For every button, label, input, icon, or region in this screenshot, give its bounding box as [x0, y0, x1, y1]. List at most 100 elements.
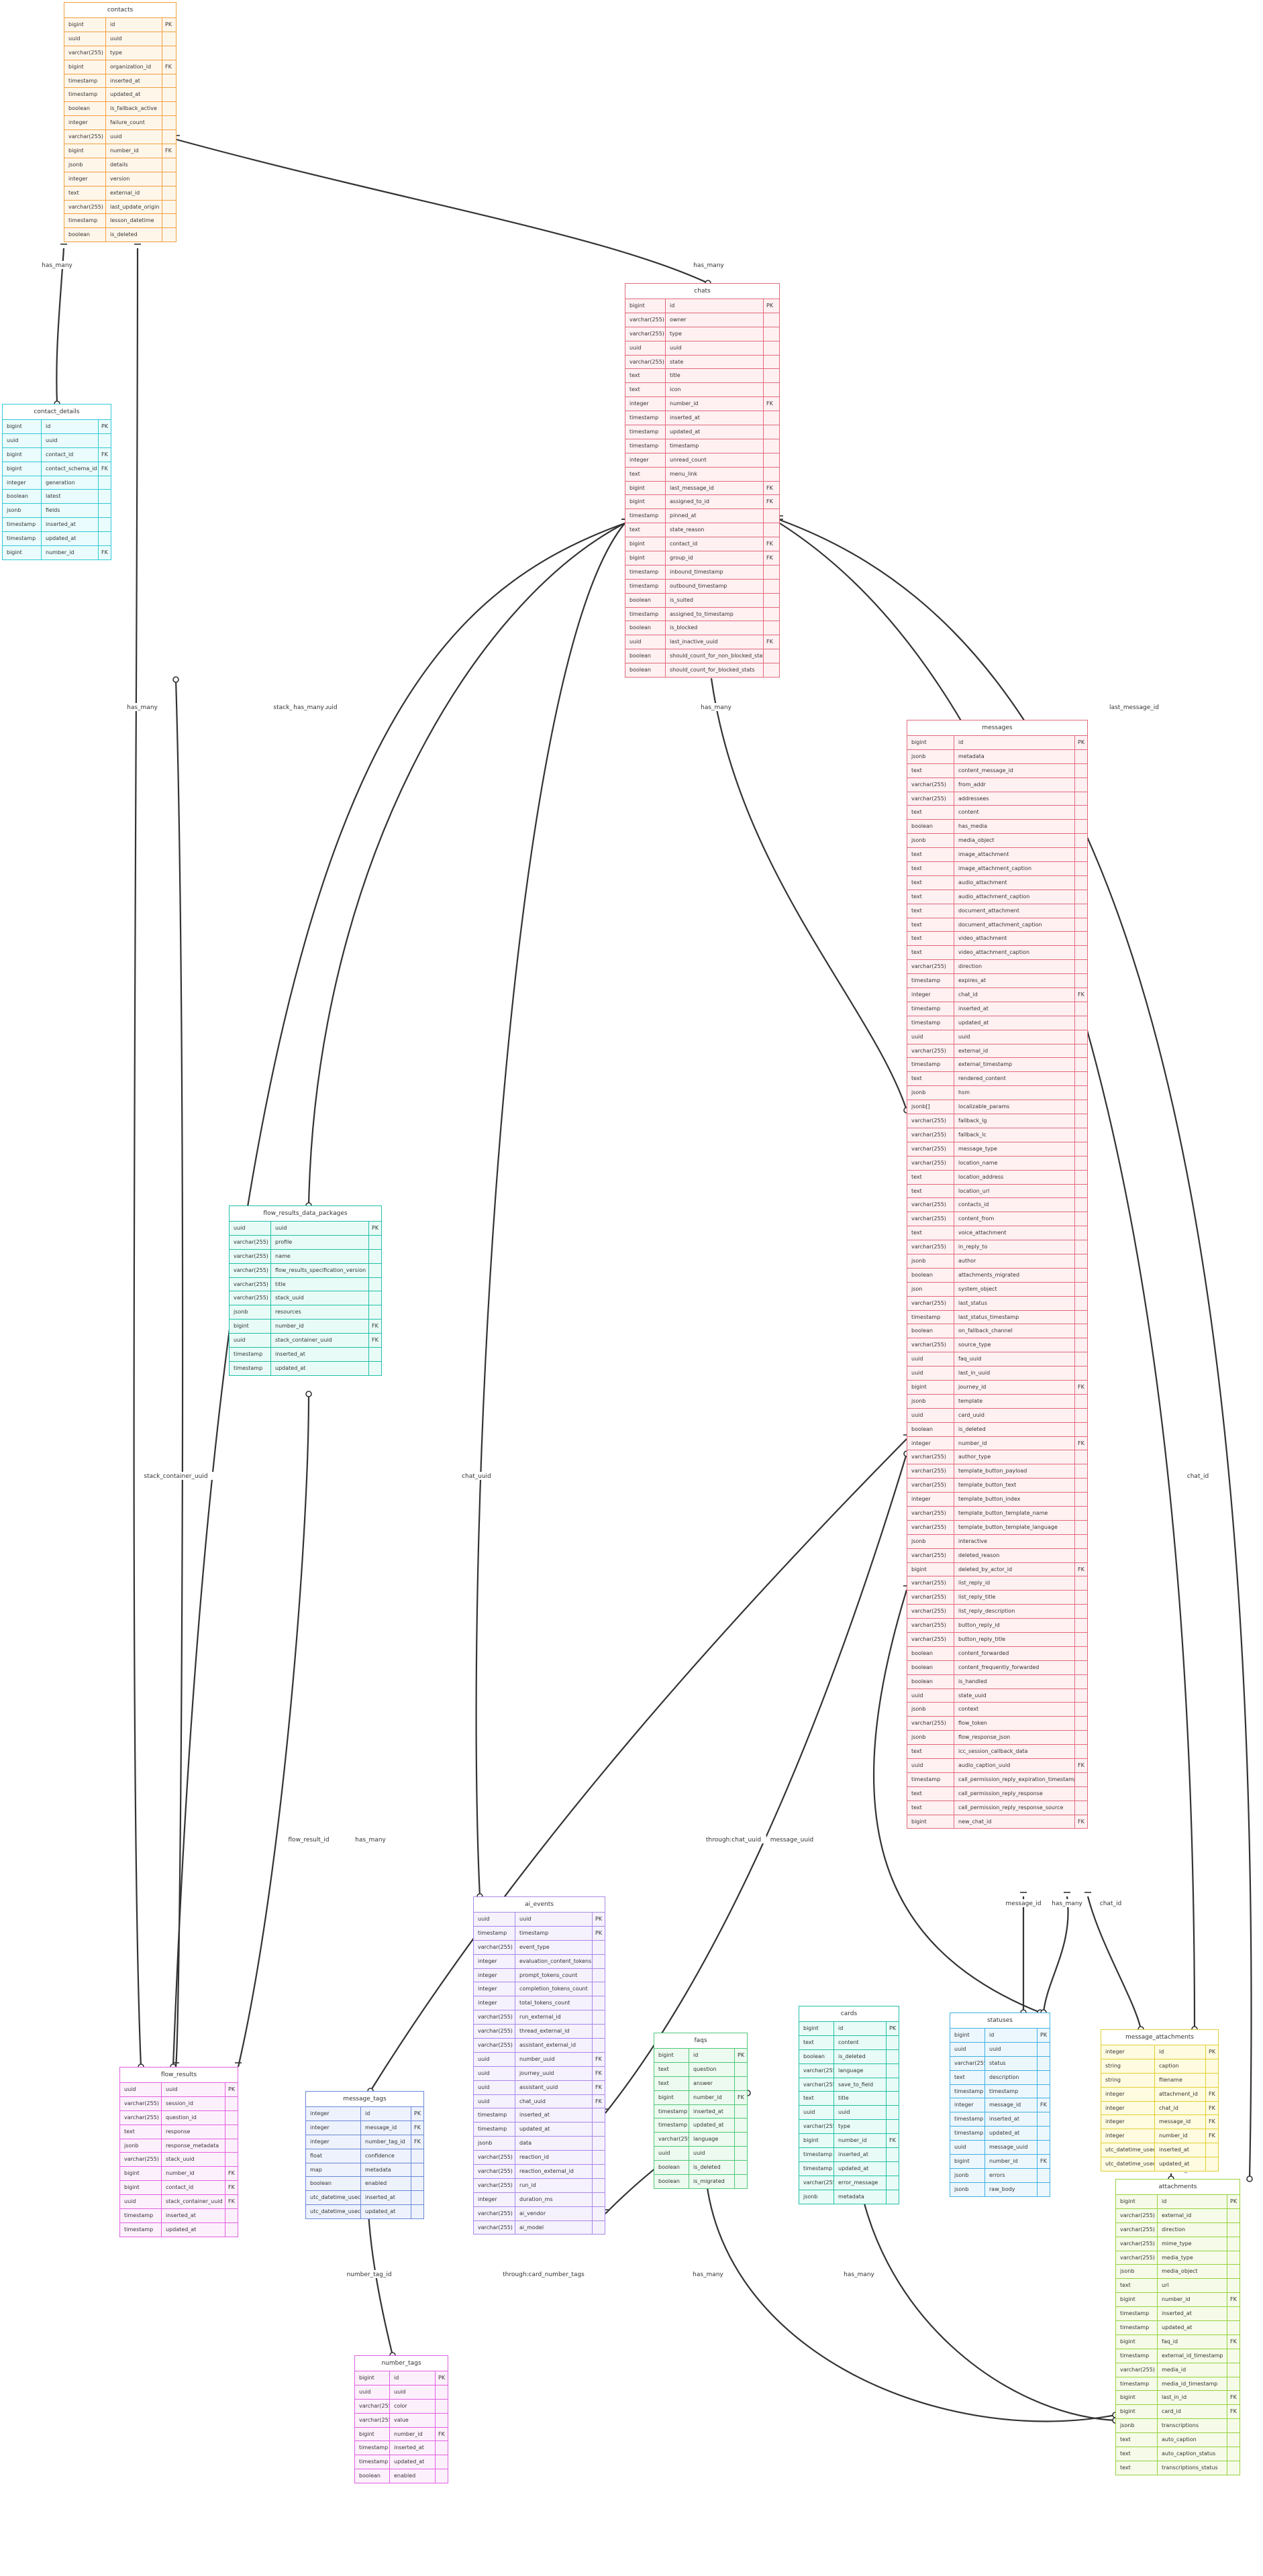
field-key [1075, 1703, 1087, 1716]
field-type: timestamp [799, 2161, 834, 2176]
entity-statuses: statusesbigintidPKuuiduuidvarchar(255)st… [950, 2012, 1050, 2197]
field-name: journey_id [954, 1380, 1075, 1394]
field-name: media_id_timestamp [1158, 2377, 1227, 2391]
field-key [764, 468, 779, 481]
field-name: type [106, 46, 162, 60]
field-name: title [834, 2092, 887, 2106]
field-type: varchar(255) [907, 1044, 954, 1058]
field-name: list_reply_id [954, 1576, 1075, 1591]
field-key [764, 580, 779, 593]
field-key [162, 186, 176, 200]
field-name: state_uuid [954, 1688, 1075, 1703]
field-name: context [954, 1703, 1075, 1717]
field-key [1075, 1157, 1087, 1170]
entity-field-row: varchar(255)session_id [120, 2096, 238, 2110]
entity-field-row: varchar(255)value [355, 2412, 448, 2427]
field-name: location_address [954, 1170, 1075, 1184]
field-name: last_update_origin [106, 200, 162, 214]
field-key [1075, 1745, 1087, 1758]
field-type: text [950, 2070, 985, 2084]
field-type: boolean [654, 2175, 689, 2188]
field-name: title [271, 1277, 369, 1291]
field-key: FK [228, 2198, 235, 2205]
field-key: PK [101, 423, 109, 429]
field-name: number_id [985, 2155, 1038, 2168]
field-type: varchar(255) [474, 2206, 515, 2220]
field-type: jsonb [907, 749, 954, 763]
field-name: message_type [954, 1142, 1075, 1156]
entity-field-row: varchar(255)external_id [907, 1043, 1087, 1058]
field-type: uuid [625, 635, 666, 649]
field-key: FK [1209, 2118, 1215, 2125]
field-name: in_reply_to [954, 1240, 1075, 1254]
field-type: uuid [907, 1030, 954, 1044]
field-type: varchar(255) [64, 200, 106, 214]
field-type: text [907, 1226, 954, 1240]
field-type: text [907, 1072, 954, 1086]
field-type: varchar(255) [907, 1605, 954, 1619]
field-name: answer [689, 2076, 735, 2090]
field-name: enabled [390, 2469, 436, 2483]
field-name: deleted_reason [954, 1548, 1075, 1562]
field-key [1227, 2419, 1240, 2432]
field-key [1227, 2237, 1240, 2251]
field-name: transcriptions [1158, 2419, 1227, 2433]
field-key [99, 518, 111, 531]
field-type: bigint [355, 2371, 390, 2385]
field-type: varchar(255) [907, 1128, 954, 1142]
field-key [735, 2161, 747, 2174]
field-key: PK [165, 21, 172, 28]
field-type: jsonb [907, 1394, 954, 1408]
relationship-label: through:card_number_tags [503, 2271, 585, 2278]
field-key [593, 2179, 605, 2192]
field-type: text [64, 186, 106, 200]
field-name: direction [954, 960, 1075, 974]
field-type: text [1116, 2279, 1158, 2293]
field-type: bigint [1116, 2334, 1158, 2349]
field-type: varchar(255) [625, 313, 666, 327]
field-type: text [907, 763, 954, 777]
field-key [162, 172, 176, 186]
field-type: bigint [3, 546, 42, 559]
field-key [162, 88, 176, 101]
field-type: jsonb [907, 1731, 954, 1745]
field-type: integer [1101, 2115, 1155, 2129]
entity-field-row: varchar(255)contacts_id [907, 1197, 1087, 1212]
field-name: from_addr [954, 777, 1075, 792]
entity-field-row: varchar(255)addressees [907, 791, 1087, 806]
field-type: integer [625, 453, 666, 467]
field-key: PK [1209, 2049, 1216, 2055]
field-key [735, 2077, 747, 2090]
field-key [1075, 974, 1087, 987]
field-name: updated_at [361, 2205, 411, 2219]
field-name: updated_at [834, 2161, 887, 2176]
relationship-label-background [343, 2270, 395, 2278]
field-name: content [834, 2035, 887, 2049]
relationship-label-background [701, 1835, 766, 1843]
field-name: inserted_at [106, 74, 162, 88]
field-type: uuid [474, 2052, 515, 2066]
field-name: template_button_text [954, 1479, 1075, 1493]
entity-title: chats [625, 284, 779, 299]
relationship-label-background [498, 2270, 589, 2278]
field-type: text [907, 890, 954, 904]
field-name: id [42, 420, 99, 433]
field-type: varchar(255) [907, 1479, 954, 1493]
